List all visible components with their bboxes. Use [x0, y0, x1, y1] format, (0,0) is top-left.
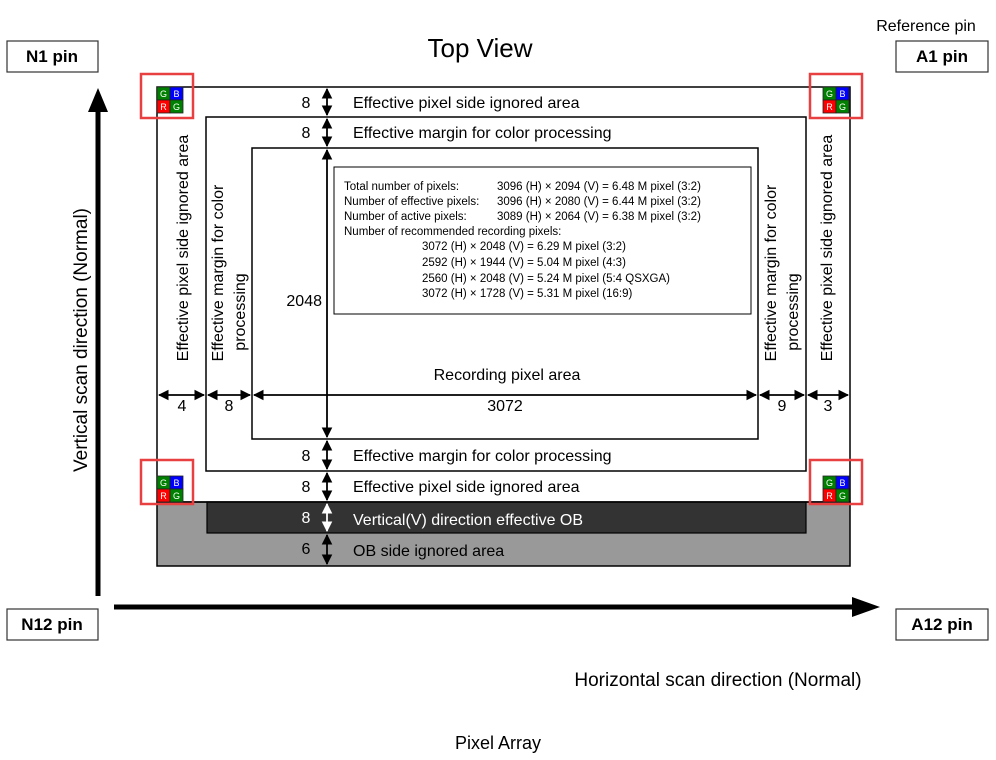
- bayer-cell-label: G: [160, 89, 167, 99]
- col-right-margin-value: 9: [778, 398, 787, 415]
- col-right-margin-label-1: Effective margin for color: [763, 184, 780, 361]
- horizontal-scan-arrowhead-icon: [852, 597, 880, 617]
- row-bottom-margin-label: Effective margin for color processing: [353, 448, 611, 465]
- info-recommended-heading: Number of recommended recording pixels:: [344, 226, 561, 238]
- col-left-margin-label-2: processing: [232, 273, 249, 350]
- col-recording-value: 3072: [487, 398, 523, 415]
- pin-a12: A12 pin: [895, 608, 989, 641]
- recording-area-frame: [251, 147, 759, 440]
- info-recommended-2: 2592 (H) × 1944 (V) = 5.04 M pixel (4:3): [422, 257, 626, 269]
- info-effective-value: 3096 (H) × 2080 (V) = 6.44 M pixel (3:2): [497, 196, 701, 208]
- bayer-cell-label: G: [839, 491, 846, 501]
- diagram-title: Top View: [427, 33, 532, 63]
- bayer-cell-label: R: [826, 491, 833, 501]
- col-left-margin-label-1: Effective margin for color: [210, 184, 227, 361]
- info-active-label: Number of active pixels:: [344, 211, 467, 223]
- col-right-ignored-label: Effective pixel side ignored area: [819, 135, 836, 362]
- pin-n1: N1 pin: [6, 40, 99, 73]
- ob-effective-region: [206, 501, 807, 534]
- info-recommended-1: 3072 (H) × 2048 (V) = 6.29 M pixel (3:2): [422, 241, 626, 253]
- bayer-cell-label: R: [826, 102, 833, 112]
- pin-a1: A1 pin: [895, 40, 989, 73]
- info-effective-label: Number of effective pixels:: [344, 196, 479, 208]
- pin-a12-label: A12 pin: [911, 615, 972, 634]
- info-total-value: 3096 (H) × 2094 (V) = 6.48 M pixel (3:2): [497, 181, 701, 193]
- row-top-margin-value: 8: [302, 125, 311, 142]
- row-top-ignored-value: 8: [302, 95, 311, 112]
- bayer-cell-label: G: [826, 478, 833, 488]
- info-recommended-4: 3072 (H) × 1728 (V) = 5.31 M pixel (16:9…: [422, 288, 632, 300]
- bayer-cell-label: G: [173, 102, 180, 112]
- info-recommended-3: 2560 (H) × 2048 (V) = 5.24 M pixel (5:4 …: [422, 273, 670, 285]
- effective-pixel-frame: [156, 86, 851, 503]
- pin-n12-label: N12 pin: [21, 615, 82, 634]
- diagram-caption: Pixel Array: [454, 733, 542, 753]
- row-top-ignored-label: Effective pixel side ignored area: [353, 95, 580, 112]
- pin-a1-label: A1 pin: [916, 47, 968, 66]
- bayer-cell-label: G: [160, 478, 167, 488]
- bayer-cell: [835, 99, 850, 114]
- info-active-value: 3089 (H) × 2064 (V) = 6.38 M pixel (3:2): [497, 211, 701, 223]
- highlight-box: [808, 458, 864, 506]
- vertical-scan-label: Vertical scan direction (Normal): [71, 208, 92, 472]
- info-text: Total number of pixels: 3096 (H) × 2094 …: [344, 181, 701, 300]
- bayer-cell-label: R: [160, 102, 167, 112]
- row-ob-ignored-label: OB side ignored area: [353, 543, 504, 560]
- highlight-box: [139, 72, 195, 120]
- bayer-cell-label: B: [173, 89, 179, 99]
- row-ob-ignored-value: 6: [302, 541, 311, 558]
- bayer-cell-label: B: [173, 478, 179, 488]
- col-left-margin-value: 8: [225, 398, 234, 415]
- info-box: [333, 166, 752, 315]
- bayer-cell: [169, 99, 184, 114]
- col-left-ignored-value: 4: [178, 398, 187, 415]
- col-right-ignored-value: 3: [824, 398, 833, 415]
- color-margin-frame: [205, 116, 807, 472]
- bayer-cell-label: G: [826, 89, 833, 99]
- row-bottom-ignored-label: Effective pixel side ignored area: [353, 479, 580, 496]
- bayer-cell-label: B: [839, 478, 845, 488]
- col-right-margin-label-2: processing: [785, 273, 802, 350]
- bayer-cell-label: G: [173, 491, 180, 501]
- recording-vertical-value: 2048: [286, 293, 322, 310]
- pin-n1-label: N1 pin: [26, 47, 78, 66]
- vertical-scan-arrowhead-icon: [88, 88, 108, 112]
- highlight-box: [808, 72, 864, 120]
- bayer-cell-label: R: [160, 491, 167, 501]
- reference-pin-label: Reference pin: [876, 18, 976, 35]
- pin-n12: N12 pin: [6, 608, 99, 641]
- bayer-cell: [835, 488, 850, 503]
- highlight-box: [139, 458, 195, 506]
- horizontal-scan-label: Horizontal scan direction (Normal): [574, 670, 861, 691]
- bayer-cell-label: G: [839, 102, 846, 112]
- row-bottom-ignored-value: 8: [302, 479, 311, 496]
- row-top-margin-label: Effective margin for color processing: [353, 125, 611, 142]
- col-left-ignored-label: Effective pixel side ignored area: [175, 135, 192, 362]
- row-bottom-margin-value: 8: [302, 448, 311, 465]
- row-ob-effective-value: 8: [302, 510, 311, 527]
- recording-area-label: Recording pixel area: [434, 367, 581, 384]
- bayer-cell-label: B: [839, 89, 845, 99]
- row-ob-effective-label: Vertical(V) direction effective OB: [353, 512, 583, 529]
- info-total-label: Total number of pixels:: [344, 181, 459, 193]
- bayer-cell: [169, 488, 184, 503]
